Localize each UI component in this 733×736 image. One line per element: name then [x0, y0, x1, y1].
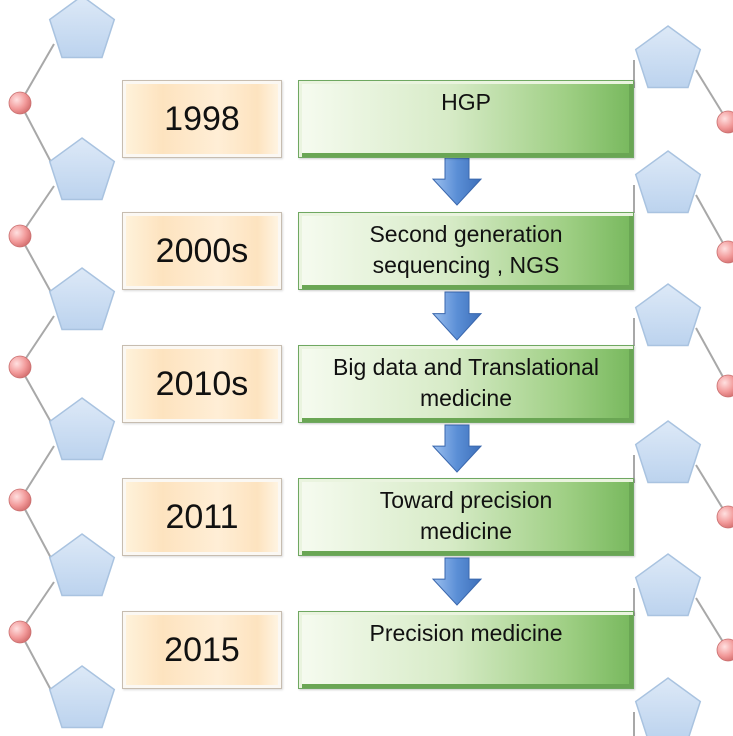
- phosphate-node-icon: [8, 620, 32, 644]
- pentagon-sugar-icon: [48, 0, 116, 59]
- event-box: Toward precision medicine: [298, 478, 634, 556]
- pentagon-sugar-icon: [48, 533, 116, 597]
- event-box: HGP: [298, 80, 634, 158]
- down-arrow-icon: [431, 157, 483, 206]
- pentagon-sugar-icon: [48, 137, 116, 201]
- event-label: HGP: [441, 89, 491, 115]
- year-box: 2011: [122, 478, 282, 556]
- pentagon-sugar-icon: [48, 665, 116, 729]
- year-box: 2015: [122, 611, 282, 689]
- year-box: 2000s: [122, 212, 282, 290]
- event-box: Big data and Translational medicine: [298, 345, 634, 423]
- pentagon-sugar-icon: [634, 420, 702, 484]
- pentagon-sugar-icon: [48, 397, 116, 461]
- down-arrow-icon: [431, 557, 483, 606]
- phosphate-node-icon: [8, 224, 32, 248]
- pentagon-sugar-icon: [634, 283, 702, 347]
- phosphate-node-icon: [8, 488, 32, 512]
- event-label: Second generation sequencing , NGS: [369, 221, 563, 278]
- event-label: Precision medicine: [369, 620, 563, 646]
- pentagon-sugar-icon: [48, 267, 116, 331]
- phosphate-node-icon: [716, 374, 733, 398]
- down-arrow-icon: [431, 424, 483, 473]
- pentagon-sugar-icon: [634, 677, 702, 736]
- pentagon-sugar-icon: [634, 25, 702, 89]
- phosphate-node-icon: [716, 240, 733, 264]
- event-box: Second generation sequencing , NGS: [298, 212, 634, 290]
- pentagon-sugar-icon: [634, 553, 702, 617]
- pentagon-sugar-icon: [634, 150, 702, 214]
- year-box: 1998: [122, 80, 282, 158]
- phosphate-node-icon: [8, 91, 32, 115]
- event-label: Big data and Translational medicine: [333, 354, 599, 411]
- phosphate-node-icon: [8, 355, 32, 379]
- phosphate-node-icon: [716, 110, 733, 134]
- down-arrow-icon: [431, 291, 483, 341]
- phosphate-node-icon: [716, 505, 733, 529]
- year-box: 2010s: [122, 345, 282, 423]
- event-box: Precision medicine: [298, 611, 634, 689]
- event-label: Toward precision medicine: [379, 487, 553, 544]
- phosphate-node-icon: [716, 638, 733, 662]
